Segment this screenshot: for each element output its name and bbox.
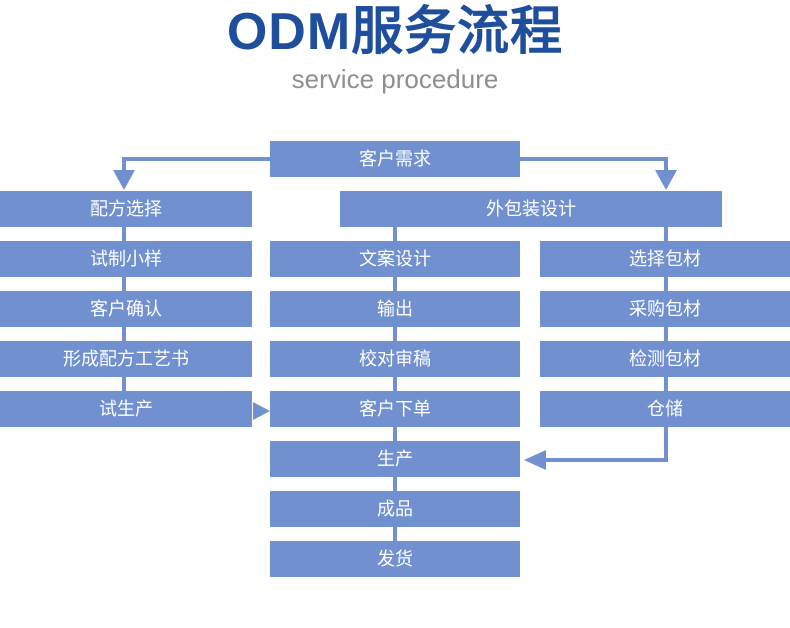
node-customer-order[interactable]: 客户下单 (270, 391, 520, 427)
node-formula-process-document[interactable]: 形成配方工艺书 (0, 341, 252, 377)
node-shipping[interactable]: 发货 (270, 541, 520, 577)
node-customer-confirmation[interactable]: 客户确认 (0, 291, 252, 327)
warehouse-to-production-arrowhead (524, 450, 546, 470)
node-proofreading[interactable]: 校对审稿 (270, 341, 520, 377)
node-copywriting-design[interactable]: 文案设计 (270, 241, 520, 277)
node-select-packaging-material[interactable]: 选择包材 (540, 241, 790, 277)
trial-to-order-arrowhead (253, 402, 270, 420)
node-trial-production[interactable]: 试生产 (0, 391, 252, 427)
page-subtitle: service procedure (291, 64, 499, 94)
node-purchase-packaging-material[interactable]: 采购包材 (540, 291, 790, 327)
root-right-rail (520, 157, 668, 178)
node-production[interactable]: 生产 (270, 441, 520, 477)
node-formula-selection[interactable]: 配方选择 (0, 191, 252, 227)
root-left-rail (122, 157, 270, 178)
node-output[interactable]: 输出 (270, 291, 520, 327)
node-outer-packaging-design[interactable]: 外包装设计 (340, 191, 722, 227)
root-to-packaging-arrowhead (655, 170, 677, 190)
page-title: ODM服务流程 (226, 3, 564, 61)
node-customer-requirement[interactable]: 客户需求 (270, 141, 520, 177)
node-inspect-packaging-material[interactable]: 检测包材 (540, 341, 790, 377)
root-to-formula-arrowhead (113, 170, 135, 190)
node-finished-product[interactable]: 成品 (270, 491, 520, 527)
node-trial-sample[interactable]: 试制小样 (0, 241, 252, 277)
page-header: ODM服务流程 service procedure (0, 0, 790, 120)
node-warehousing[interactable]: 仓储 (540, 391, 790, 427)
warehouse-to-production-rail (538, 427, 668, 462)
